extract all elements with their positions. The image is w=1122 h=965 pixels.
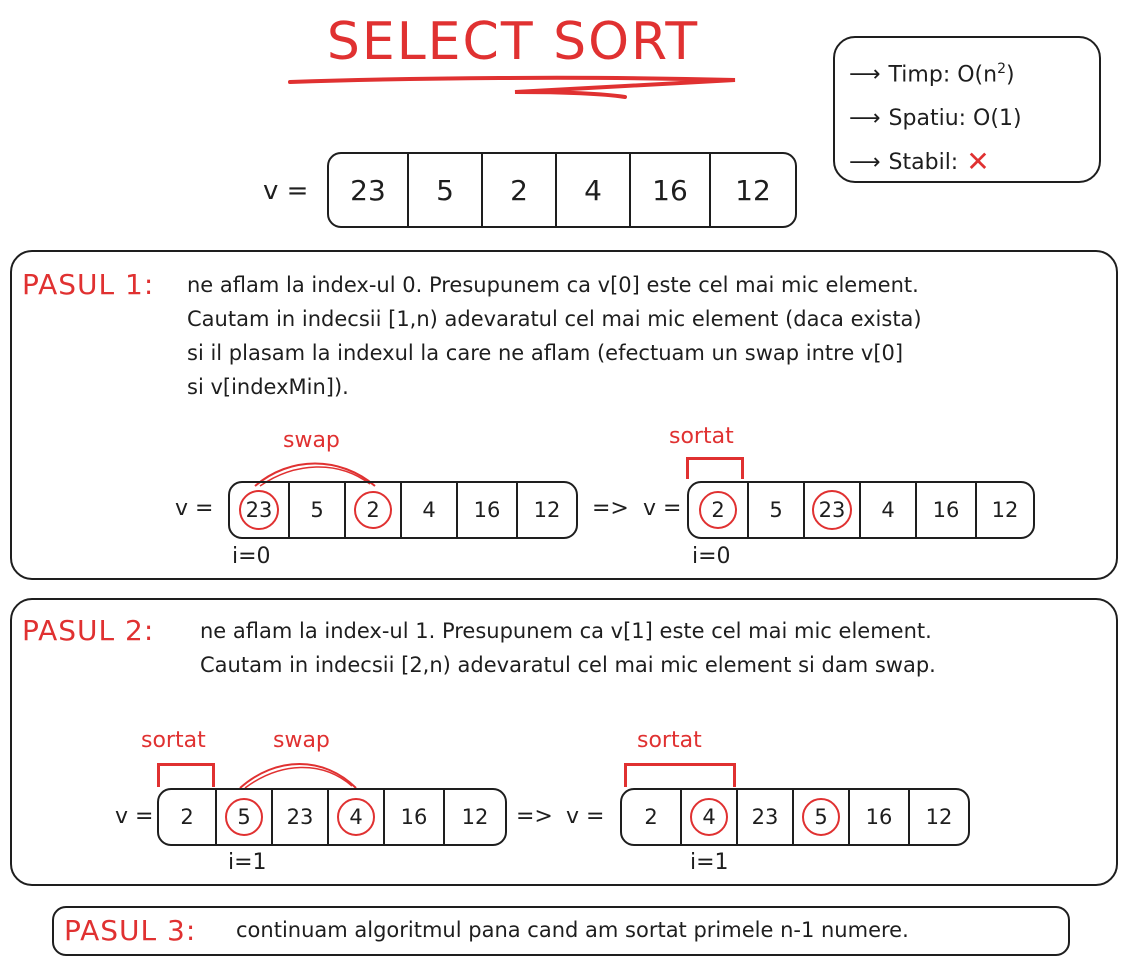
highlight-circle: 2 bbox=[354, 491, 392, 529]
array-label: v = bbox=[175, 496, 214, 521]
sorted-bracket bbox=[686, 457, 744, 479]
array-cell: 12 bbox=[516, 483, 576, 537]
time-complexity: Timp: O(n2) bbox=[888, 60, 1015, 88]
array-cell: 4 bbox=[680, 790, 736, 844]
highlight-circle: 2 bbox=[699, 491, 737, 529]
step1-array-after: 2 5 23 4 16 12 bbox=[687, 481, 1035, 539]
index-label: i=0 bbox=[692, 544, 731, 569]
cross-icon: ✕ bbox=[966, 145, 990, 178]
swap-arc bbox=[239, 763, 357, 789]
array-cell: 23 bbox=[736, 790, 792, 844]
array-cell: 12 bbox=[908, 790, 968, 844]
sorted-bracket bbox=[624, 763, 736, 787]
array-cell: 4 bbox=[327, 790, 383, 844]
space-complexity: Spatiu: O(1) bbox=[888, 105, 1022, 131]
step1-title: PASUL 1: bbox=[22, 268, 155, 301]
array-cell: 5 bbox=[747, 483, 803, 537]
array-label: v = bbox=[115, 804, 154, 829]
highlight-circle: 23 bbox=[239, 490, 279, 530]
array-cell: 2 bbox=[344, 483, 400, 537]
highlight-circle: 5 bbox=[225, 798, 263, 836]
array-cell: 5 bbox=[288, 483, 344, 537]
highlight-circle: 4 bbox=[690, 798, 728, 836]
array-cell: 4 bbox=[400, 483, 456, 537]
array-cell: 23 bbox=[230, 483, 288, 537]
diagram-title: SELECT SORT bbox=[326, 12, 700, 72]
array-label: v = bbox=[566, 804, 605, 829]
step2-array-before: 2 5 23 4 16 12 bbox=[157, 788, 507, 846]
index-label: i=1 bbox=[690, 850, 729, 875]
array-cell: 12 bbox=[443, 790, 505, 844]
array-cell: 23 bbox=[350, 173, 386, 207]
transition-arrow: => bbox=[516, 804, 553, 829]
index-label: i=0 bbox=[232, 544, 271, 569]
array-cell: 23 bbox=[803, 483, 859, 537]
array-cell: 12 bbox=[975, 483, 1033, 537]
step1-line: Cautam in indecsii [1,n) adevaratul cel … bbox=[187, 307, 922, 331]
step1-line: ne aflam la index-ul 0. Presupunem ca v[… bbox=[187, 273, 919, 297]
array-cell: 2 bbox=[689, 483, 747, 537]
step1-description: ne aflam la index-ul 0. Presupunem ca v[… bbox=[187, 268, 1107, 404]
array-cell: 16 bbox=[383, 790, 443, 844]
step2-box bbox=[10, 598, 1118, 886]
step2-array-after: 2 4 23 5 16 12 bbox=[620, 788, 970, 846]
array-cell: 16 bbox=[629, 154, 709, 226]
array-cell: 4 bbox=[555, 154, 629, 226]
swap-label: swap bbox=[273, 728, 330, 753]
array-label: v = bbox=[263, 176, 309, 206]
highlight-circle: 23 bbox=[812, 490, 852, 530]
step2-title: PASUL 2: bbox=[22, 614, 155, 647]
sorted-label: sortat bbox=[637, 728, 702, 753]
step3-title: PASUL 3: bbox=[64, 914, 197, 947]
array-label: v = bbox=[643, 496, 682, 521]
step3-box bbox=[52, 906, 1070, 956]
step1-array-before: 23 5 2 4 16 12 bbox=[228, 481, 578, 539]
main-array: 23 5 2 4 16 12 bbox=[327, 152, 797, 228]
array-cell: 4 bbox=[859, 483, 915, 537]
sorted-label: sortat bbox=[669, 424, 734, 449]
arrow-icon: ⟶ bbox=[849, 149, 881, 175]
step1-box bbox=[10, 250, 1118, 580]
arrow-icon: ⟶ bbox=[849, 105, 881, 131]
array-cell: 2 bbox=[481, 154, 555, 226]
sorted-bracket bbox=[157, 763, 215, 787]
array-cell: 23 bbox=[271, 790, 327, 844]
array-cell: 5 bbox=[792, 790, 848, 844]
highlight-circle: 4 bbox=[337, 798, 375, 836]
array-cell: 2 bbox=[644, 805, 658, 829]
transition-arrow: => bbox=[592, 496, 629, 521]
swap-arc bbox=[254, 462, 376, 487]
arrow-icon: ⟶ bbox=[849, 61, 881, 87]
array-cell: 5 bbox=[407, 154, 481, 226]
array-cell: 5 bbox=[215, 790, 271, 844]
array-cell: 16 bbox=[915, 483, 975, 537]
complexity-box: ⟶ Timp: O(n2) ⟶ Spatiu: O(1) ⟶ Stabil: ✕ bbox=[833, 36, 1101, 183]
step3-description: continuam algoritmul pana cand am sortat… bbox=[236, 918, 909, 942]
swap-label: swap bbox=[283, 428, 340, 453]
step1-line: si v[indexMin]). bbox=[187, 375, 349, 399]
stable-label: Stabil: bbox=[888, 149, 959, 175]
array-cell: 12 bbox=[709, 154, 795, 226]
step2-line: Cautam in indecsii [2,n) adevaratul cel … bbox=[200, 653, 936, 677]
title-underline bbox=[288, 75, 736, 99]
sorted-label: sortat bbox=[141, 728, 206, 753]
array-cell: 2 bbox=[180, 805, 194, 829]
index-label: i=1 bbox=[228, 850, 267, 875]
step2-description: ne aflam la index-ul 1. Presupunem ca v[… bbox=[200, 614, 1110, 682]
array-cell: 16 bbox=[456, 483, 516, 537]
step1-line: si il plasam la indexul la care ne aflam… bbox=[187, 341, 904, 365]
array-cell: 16 bbox=[848, 790, 908, 844]
step2-line: ne aflam la index-ul 1. Presupunem ca v[… bbox=[200, 619, 932, 643]
highlight-circle: 5 bbox=[802, 798, 840, 836]
